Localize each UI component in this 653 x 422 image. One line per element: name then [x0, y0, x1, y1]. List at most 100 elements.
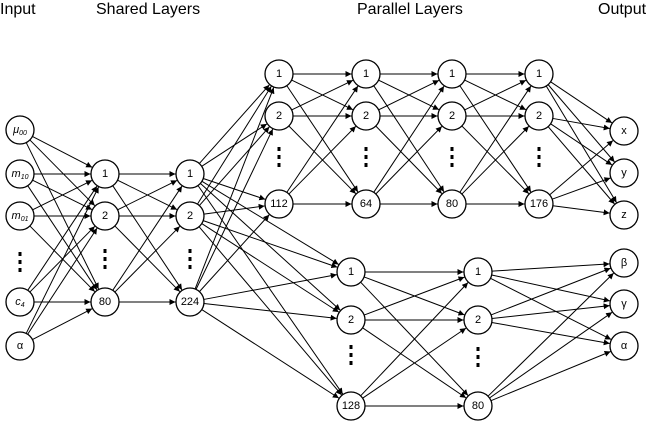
- node-s2-0: 1: [175, 159, 205, 189]
- node-circle: [524, 101, 554, 131]
- connection-arrow: [378, 79, 440, 111]
- connection-arrow: [201, 180, 339, 265]
- node-u4-2: 176: [524, 189, 554, 219]
- ellipsis-dot: [364, 147, 368, 151]
- node-label: μ00: [12, 124, 27, 137]
- node-l1-0: 1: [336, 257, 366, 287]
- node-u2-1: 2: [351, 101, 381, 131]
- node-uo-1: y: [609, 158, 639, 188]
- node-circle: [609, 200, 639, 230]
- ellipsis-dot: [18, 268, 22, 272]
- node-s1-1: 2: [90, 201, 120, 231]
- connection-arrow: [32, 179, 93, 211]
- connection-arrow: [464, 79, 527, 111]
- connection-arrow: [288, 125, 357, 195]
- ellipsis-dot: [103, 257, 107, 261]
- node-l2-2: 80: [463, 391, 493, 421]
- node-u3-0: 1: [437, 59, 467, 89]
- node-circle: [609, 331, 639, 361]
- node-label: 1: [449, 68, 455, 80]
- node-circle: [5, 115, 35, 145]
- node-circle: [175, 287, 205, 317]
- node-label: x: [621, 125, 627, 137]
- node-circle: [5, 201, 35, 231]
- connection-arrow: [551, 177, 611, 200]
- connection-arrow: [487, 272, 614, 397]
- connection-arrow: [490, 351, 611, 402]
- connection-arrow: [27, 227, 98, 335]
- ellipsis-dot: [18, 252, 22, 256]
- node-label: 1: [475, 266, 481, 278]
- node-s1-0: 1: [90, 159, 120, 189]
- node-uo-2: z: [609, 200, 639, 230]
- ellipsis-dot: [537, 155, 541, 159]
- node-label: 2: [276, 110, 282, 122]
- node-label: 176: [530, 198, 548, 210]
- node-label: α: [621, 340, 628, 352]
- node-label: 2: [348, 314, 354, 326]
- node-label: z: [621, 209, 627, 221]
- node-circle: [609, 158, 639, 188]
- node-label: 1: [102, 168, 108, 180]
- node-circle: [524, 189, 554, 219]
- node-circle: [437, 59, 467, 89]
- connection-arrow: [200, 183, 341, 311]
- node-input-3: c4: [5, 287, 35, 317]
- connection-arrow: [201, 223, 340, 313]
- node-u1-1: 2: [264, 101, 294, 131]
- node-label: 1: [536, 68, 542, 80]
- node-s1-2: 80: [90, 287, 120, 317]
- node-label: 2: [187, 210, 193, 222]
- node-circle: [5, 287, 35, 317]
- ellipsis-dot: [450, 155, 454, 159]
- node-label: c4: [15, 296, 25, 309]
- connection-arrow: [491, 261, 610, 272]
- node-u1-0: 1: [264, 59, 294, 89]
- node-circle: [524, 59, 554, 89]
- connection-arrow: [547, 126, 615, 205]
- node-circle: [351, 189, 381, 219]
- node-label: β: [621, 257, 627, 269]
- ellipsis-dot: [450, 163, 454, 167]
- node-l1-2: 128: [336, 391, 366, 421]
- connection-arrow: [203, 272, 337, 300]
- node-u3-2: 80: [437, 189, 467, 219]
- connection-arrow: [362, 327, 467, 399]
- node-circle: [336, 305, 366, 335]
- ellipsis-dot: [277, 163, 281, 167]
- connection-arrow: [197, 86, 272, 205]
- ellipsis-dot: [18, 260, 22, 264]
- ellipsis-dot: [364, 163, 368, 167]
- connection-arrow: [32, 308, 93, 341]
- neurons: μ00m10m01c4α128012224121121264128012176x…: [5, 59, 639, 421]
- node-lo-0: β: [609, 248, 639, 278]
- connection-arrow: [550, 81, 613, 124]
- ellipsis-dot: [349, 361, 353, 365]
- node-uo-0: x: [609, 116, 639, 146]
- connection-arrow: [201, 309, 340, 399]
- connection-arrow: [198, 84, 270, 164]
- node-input-2: m01: [5, 201, 35, 231]
- ellipsis-dot: [476, 347, 480, 351]
- ellipsis-dot: [103, 265, 107, 269]
- node-circle: [175, 159, 205, 189]
- node-l2-0: 1: [463, 257, 493, 287]
- connection-arrow: [286, 85, 359, 193]
- ellipsis-dot: [349, 353, 353, 357]
- connection-arrow: [552, 117, 610, 131]
- node-u4-1: 2: [524, 101, 554, 131]
- connection-arrow: [198, 126, 270, 206]
- node-l2-1: 2: [463, 305, 493, 335]
- connection-arrow: [112, 185, 183, 291]
- node-circle: [336, 257, 366, 287]
- node-circle: [5, 331, 35, 361]
- node-u1-2: 112: [264, 189, 294, 219]
- node-label: 224: [181, 296, 199, 308]
- connection-arrow: [29, 225, 96, 293]
- connection-arrow: [459, 85, 532, 193]
- ellipsis-dot: [537, 163, 541, 167]
- node-label: y: [621, 167, 627, 179]
- node-circle: [90, 159, 120, 189]
- connection-arrow: [203, 303, 337, 321]
